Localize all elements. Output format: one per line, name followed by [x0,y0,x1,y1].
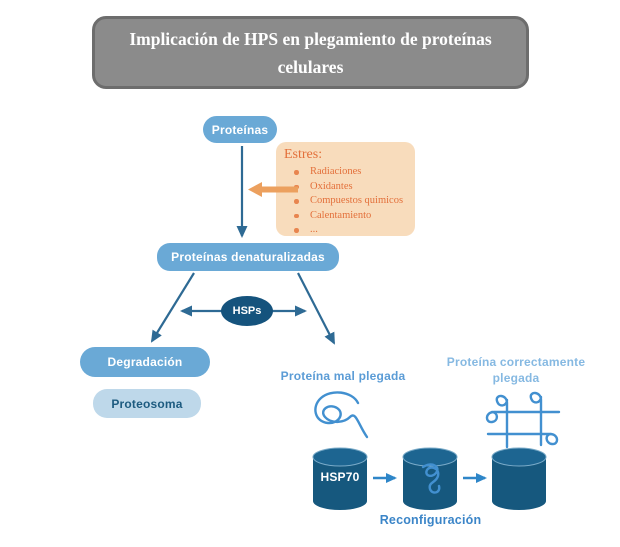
reconfiguration-label: Reconfiguración [379,513,482,527]
node-degradation: Degradación [80,347,210,377]
folded-protein-doodle-icon [485,391,561,449]
node-proteosome-label: Proteosoma [111,396,183,411]
node-degradation-label: Degradación [107,355,183,369]
misfolded-protein-doodle-icon [314,391,369,439]
stress-item: Oxidantes [284,180,407,195]
refolding-cylinder-icon [402,447,458,510]
node-proteins: Proteínas [203,116,277,143]
node-proteosome: Proteosoma [93,389,201,418]
diagram-title: Implicación de HPS en plegamiento de pro… [92,16,529,89]
stress-item: Calentamiento [284,209,407,224]
node-proteins-label: Proteínas [211,122,269,137]
arrow-denatured-to-degradation [150,272,195,343]
node-denatured-proteins: Proteínas denaturalizadas [157,243,339,271]
stress-heading: Estres: [284,147,323,162]
stress-item: ... [284,223,407,238]
folded-cylinder-icon [491,447,547,510]
stress-callout: Estres: Radiaciones Oxidantes Compuestos… [276,142,415,236]
stress-item: Radiaciones [284,165,407,180]
node-hsps-ellipse: HSPs [221,296,273,326]
stress-list: Radiaciones Oxidantes Compuestos quimico… [284,165,407,238]
misfolded-protein-label: Proteína mal plegada [280,369,406,383]
node-hsps-label: HSPs [232,305,262,317]
refolding-squiggle-icon [421,463,441,494]
arrow-denatured-to-misfolded [297,272,335,345]
node-denatured-label: Proteínas denaturalizadas [171,250,325,264]
hsp70-cylinder-label: HSP70 [320,470,360,484]
folded-protein-label: Proteína correctamente plegada [446,355,586,385]
diagram-title-text: Implicación de HPS en plegamiento de pro… [129,28,492,77]
stress-item: Compuestos quimicos [284,194,407,209]
